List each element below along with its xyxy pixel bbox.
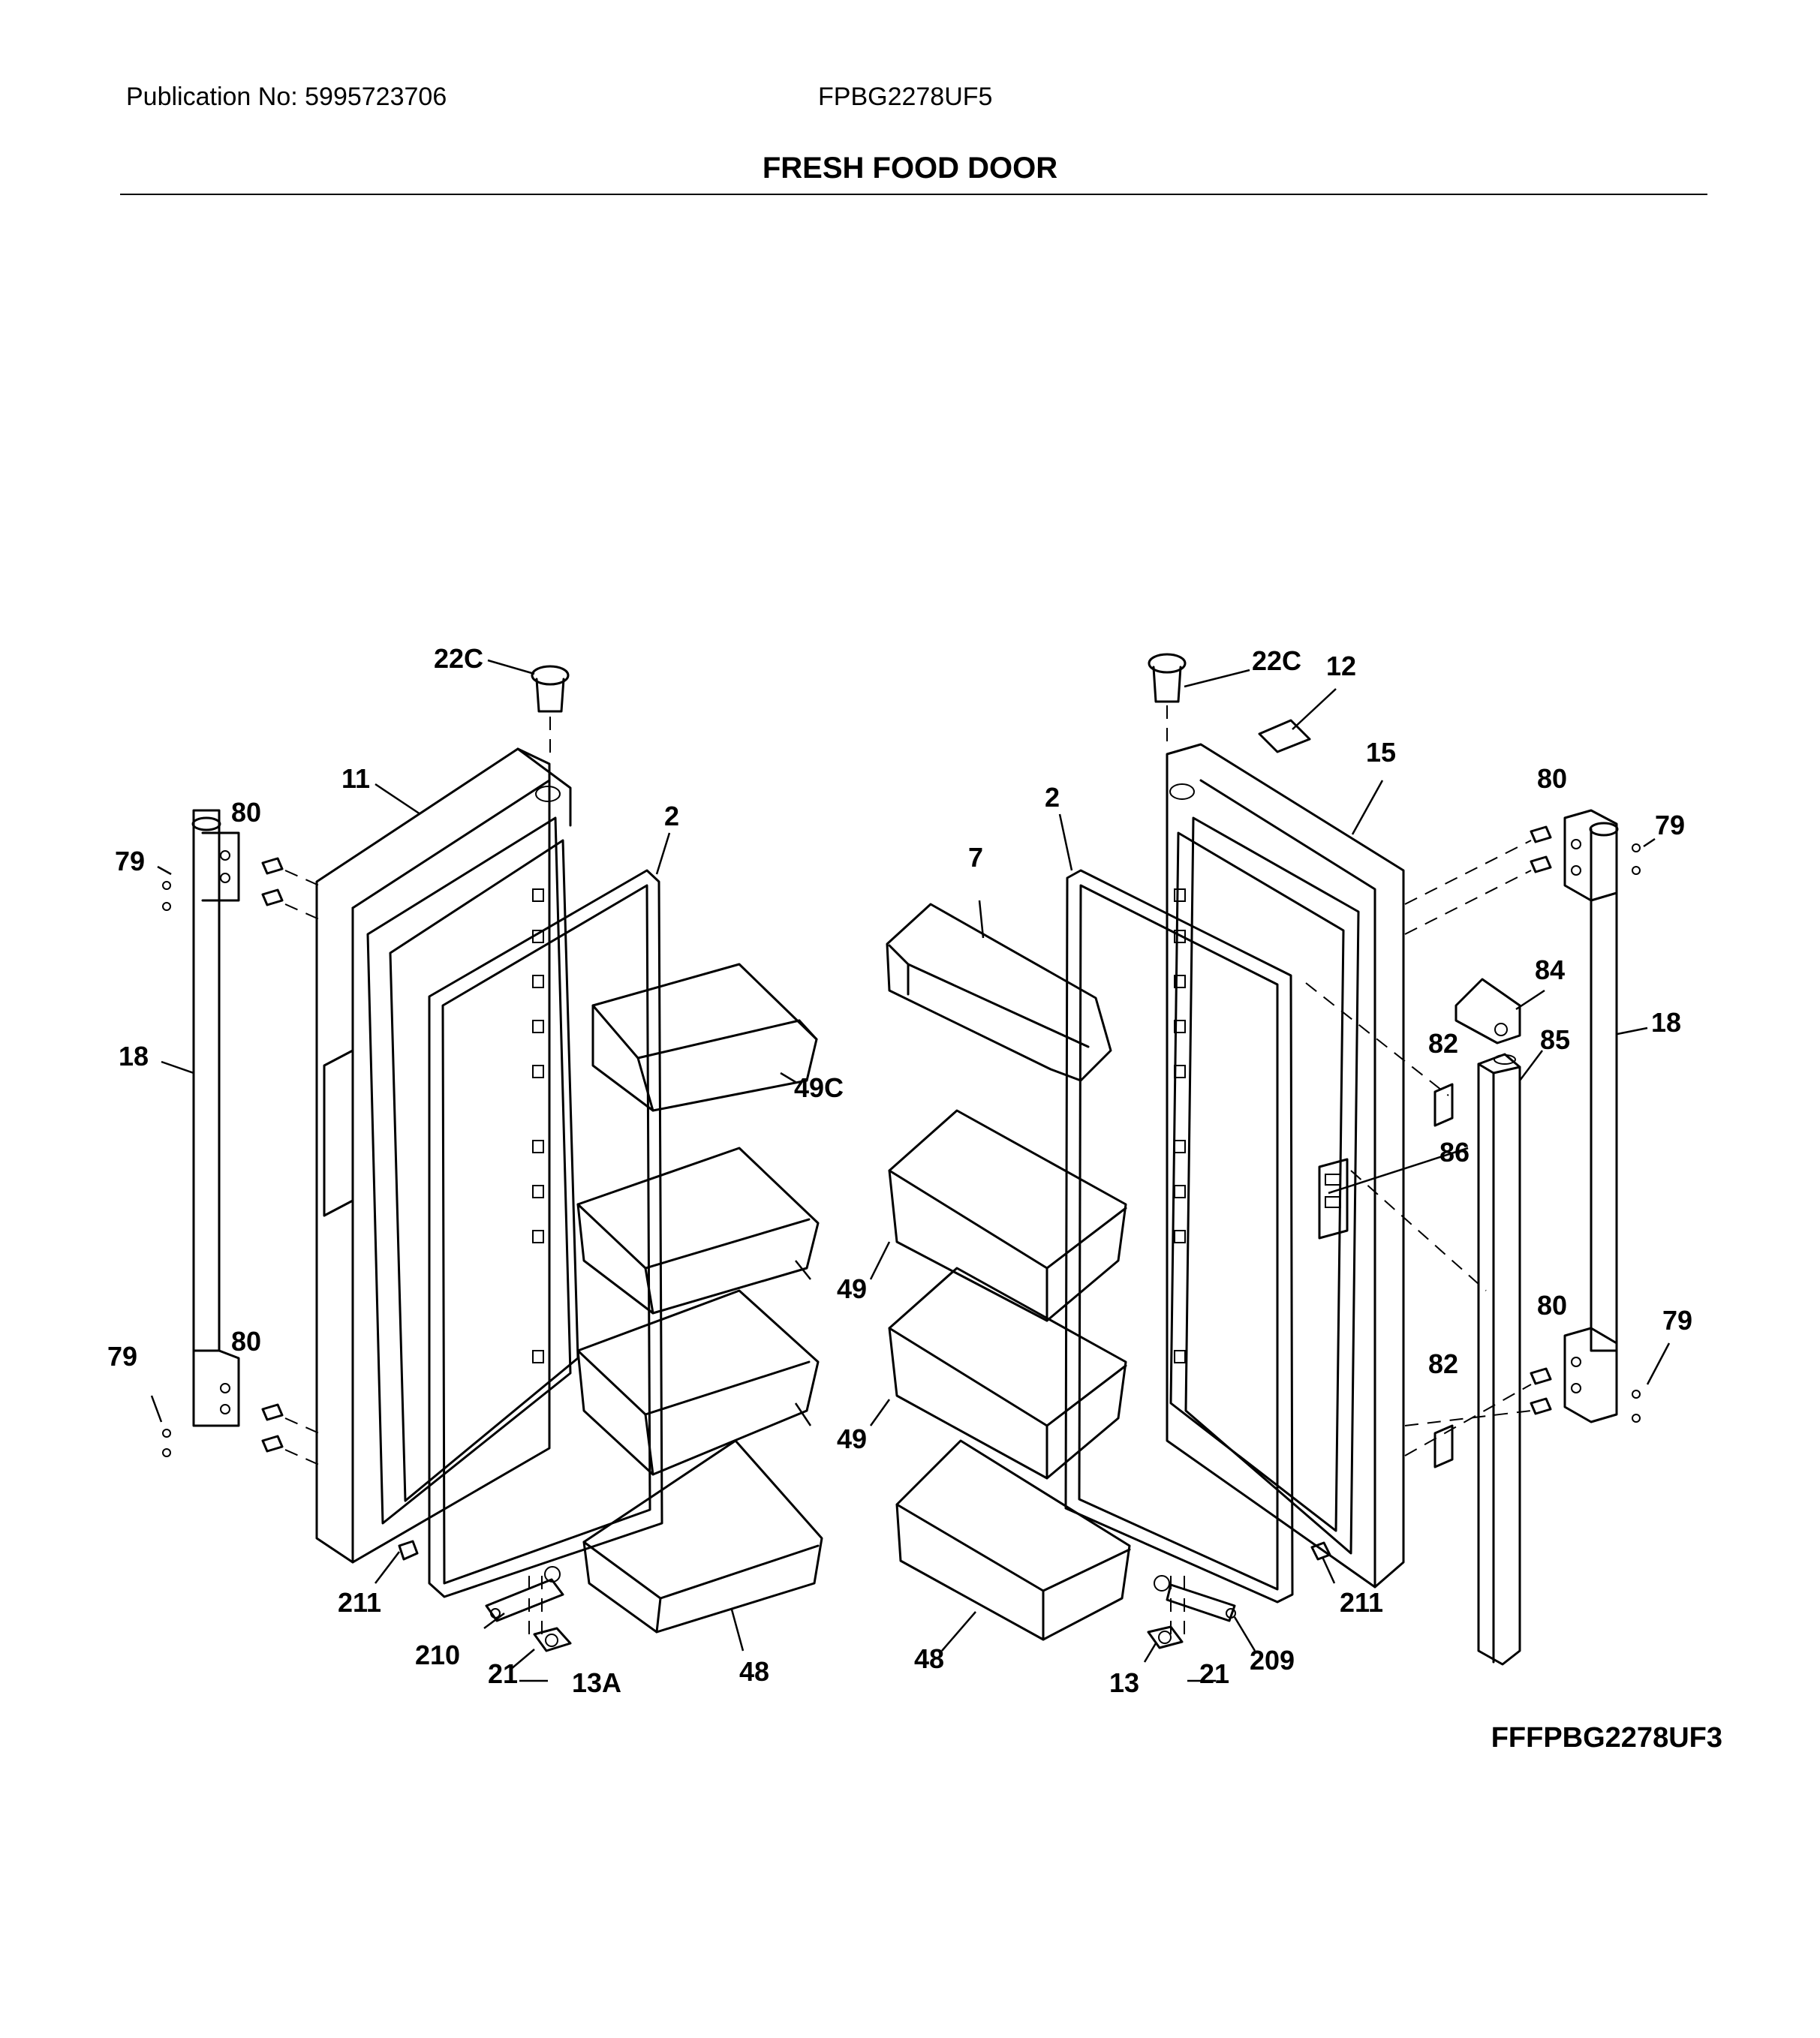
left-door-outer-panel [315,747,579,1564]
publication-number: Publication No: 5995723706 [126,83,447,111]
callout-48-left: 48 [739,1656,769,1687]
callout-21-right: 21 [1199,1658,1229,1689]
left-door-handle [191,809,240,1427]
callout-82-upper: 82 [1428,1028,1458,1059]
right-mullion-bracket-84 [1454,978,1521,1045]
right-hinge-cover-13 [1147,1625,1184,1649]
callout-210: 210 [415,1640,460,1670]
left-door-stop-211 [398,1540,419,1561]
diagram-code: FFFPBG2278UF3 [1491,1722,1722,1754]
callout-48-right: 48 [914,1643,944,1674]
left-hinge-cover-13a [533,1627,572,1652]
callout-49-upper: 49 [837,1273,867,1304]
callout-84: 84 [1535,954,1565,985]
callout-11: 11 [341,763,370,794]
callout-7: 7 [968,842,983,873]
callout-2-right: 2 [1045,782,1060,813]
callout-79-upper-left: 79 [115,846,145,876]
right-mullion-85 [1477,1053,1521,1666]
callout-2-left: 2 [664,801,679,831]
page-title: FRESH FOOD DOOR [762,152,1058,185]
right-bin-49-lower [888,1267,1127,1480]
right-clip-82-lower [1433,1424,1454,1468]
callout-80-upper-left: 80 [231,797,261,828]
callout-22c-right: 22C [1252,645,1301,676]
callout-21-left: 21 [488,1658,518,1689]
callout-13: 13 [1109,1667,1139,1698]
left-bin-49-upper [576,1147,820,1315]
callout-22c-left: 22C [434,643,483,674]
right-door-outer-panel [1166,743,1405,1589]
callout-80-lower-right: 80 [1537,1290,1567,1321]
callout-80-lower-left: 80 [231,1326,261,1357]
callout-86: 86 [1439,1137,1470,1168]
right-door-handle [1563,809,1619,1423]
right-bottom-hinge-209 [1154,1575,1236,1622]
leader-lines [150,659,1671,1682]
callout-211-right: 211 [1340,1587,1383,1618]
callout-15: 15 [1366,737,1396,768]
right-bin-48 [895,1439,1131,1641]
right-bin-49-upper [888,1109,1127,1322]
right-bin-7 [886,903,1112,1082]
callout-79-lower-left: 79 [107,1341,137,1372]
right-handle-screws [1530,825,1641,1423]
callout-211-left: 211 [338,1587,381,1618]
left-bottom-hinge-210 [485,1566,564,1622]
callout-79-lower-right: 79 [1662,1305,1692,1336]
left-light-socket [531,665,570,713]
callout-79-upper-right: 79 [1655,810,1685,840]
right-door-label-12 [1258,719,1311,753]
callout-209: 209 [1250,1645,1295,1676]
callout-13a: 13A [572,1667,621,1698]
left-bin-49-lower [576,1289,820,1476]
callout-80-upper-right: 80 [1537,763,1567,794]
left-bin-49c [591,963,818,1112]
right-clip-82-upper [1433,1083,1454,1127]
callout-49-lower: 49 [837,1423,867,1454]
right-light-socket [1148,653,1187,703]
right-door-gasket [1064,869,1294,1604]
callout-18-right: 18 [1651,1007,1681,1038]
model-number: FPBG2278UF5 [818,83,993,111]
callout-49c: 49C [794,1072,844,1103]
callout-12: 12 [1326,651,1356,681]
right-door-liner-studs [1174,888,1186,1363]
callout-82-lower: 82 [1428,1348,1458,1379]
callout-85: 85 [1540,1024,1570,1055]
left-door-gasket [428,869,663,1598]
left-handle-screws [162,857,284,1457]
right-control-module-86 [1318,1158,1349,1240]
header-divider [120,194,1707,195]
callout-18-left: 18 [119,1041,149,1072]
right-door-stop-211 [1310,1541,1331,1561]
left-bin-48 [582,1439,823,1634]
left-door-liner-studs [532,888,544,1363]
